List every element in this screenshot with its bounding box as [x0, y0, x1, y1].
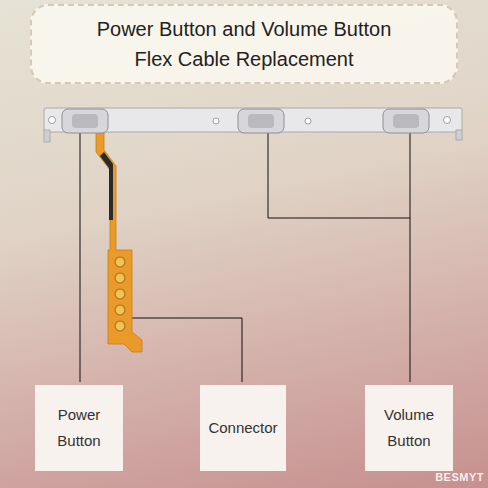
button-pad [238, 109, 284, 133]
leader-line [410, 128, 411, 382]
flex-cable [96, 132, 142, 352]
leader-line [268, 128, 410, 218]
label-box: Volume Button [365, 385, 453, 471]
watermark: BESMYT [435, 471, 484, 483]
leader-lines [80, 128, 410, 382]
part-name: Volume Button [371, 402, 447, 454]
leader-line [80, 130, 81, 382]
part-name: Connector [208, 415, 277, 441]
title-text: Power Button and Volume Button Flex Cabl… [79, 14, 409, 74]
button-pad [383, 109, 429, 133]
label-box: Connector [200, 385, 286, 471]
title-box: Power Button and Volume Button Flex Cabl… [30, 4, 458, 84]
button-bracket [44, 108, 462, 142]
label-box: Power Button [35, 385, 123, 471]
button-pad [62, 109, 108, 133]
part-name: Power Button [41, 402, 117, 454]
leader-line [126, 318, 242, 382]
